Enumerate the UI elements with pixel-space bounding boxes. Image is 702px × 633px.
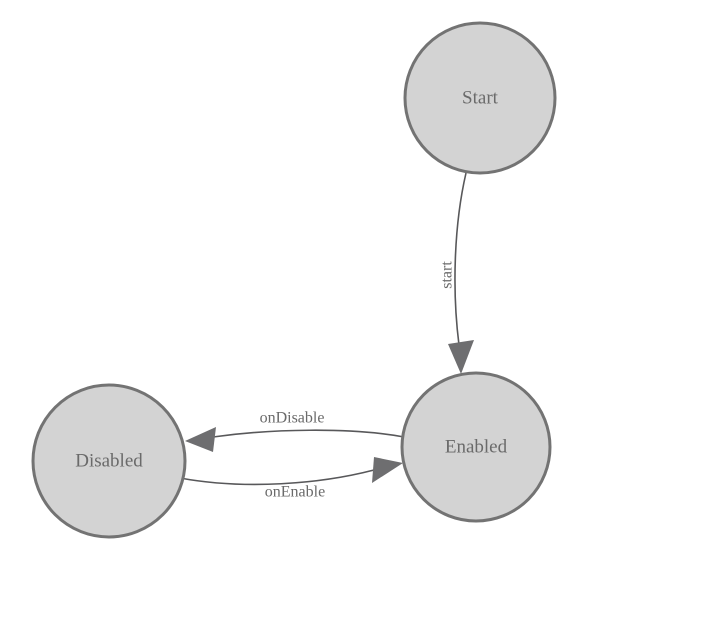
arrowhead-into-disabled — [185, 427, 216, 452]
node-circle-disabled — [31, 383, 187, 539]
edge-label-ondisable: onDisable — [260, 410, 325, 427]
node-label-start: Start — [462, 87, 499, 108]
arrowhead-into-enabled-from-disabled — [372, 457, 403, 483]
node-label-disabled: Disabled — [75, 450, 143, 471]
node-circle-enabled — [400, 371, 552, 523]
edge-path-enabled-to-disabled — [212, 429, 405, 438]
edge-disabled-to-enabled[interactable]: onEnable — [179, 457, 403, 501]
node-circle-start — [403, 21, 557, 175]
edge-path-disabled-to-enabled — [179, 469, 375, 486]
node-label-enabled: Enabled — [445, 436, 508, 457]
edge-enabled-to-disabled[interactable]: onDisable — [185, 410, 405, 452]
arrowhead-into-enabled-from-start — [448, 340, 474, 374]
edge-path-start-to-enabled — [454, 172, 467, 346]
node-disabled[interactable]: Disabled — [31, 383, 187, 539]
edge-start-to-enabled[interactable]: start — [439, 172, 474, 374]
node-start[interactable]: Start — [403, 21, 557, 175]
edge-label-onenable: onEnable — [265, 484, 325, 501]
node-enabled[interactable]: Enabled — [400, 371, 552, 523]
edge-label-start: start — [439, 261, 456, 289]
